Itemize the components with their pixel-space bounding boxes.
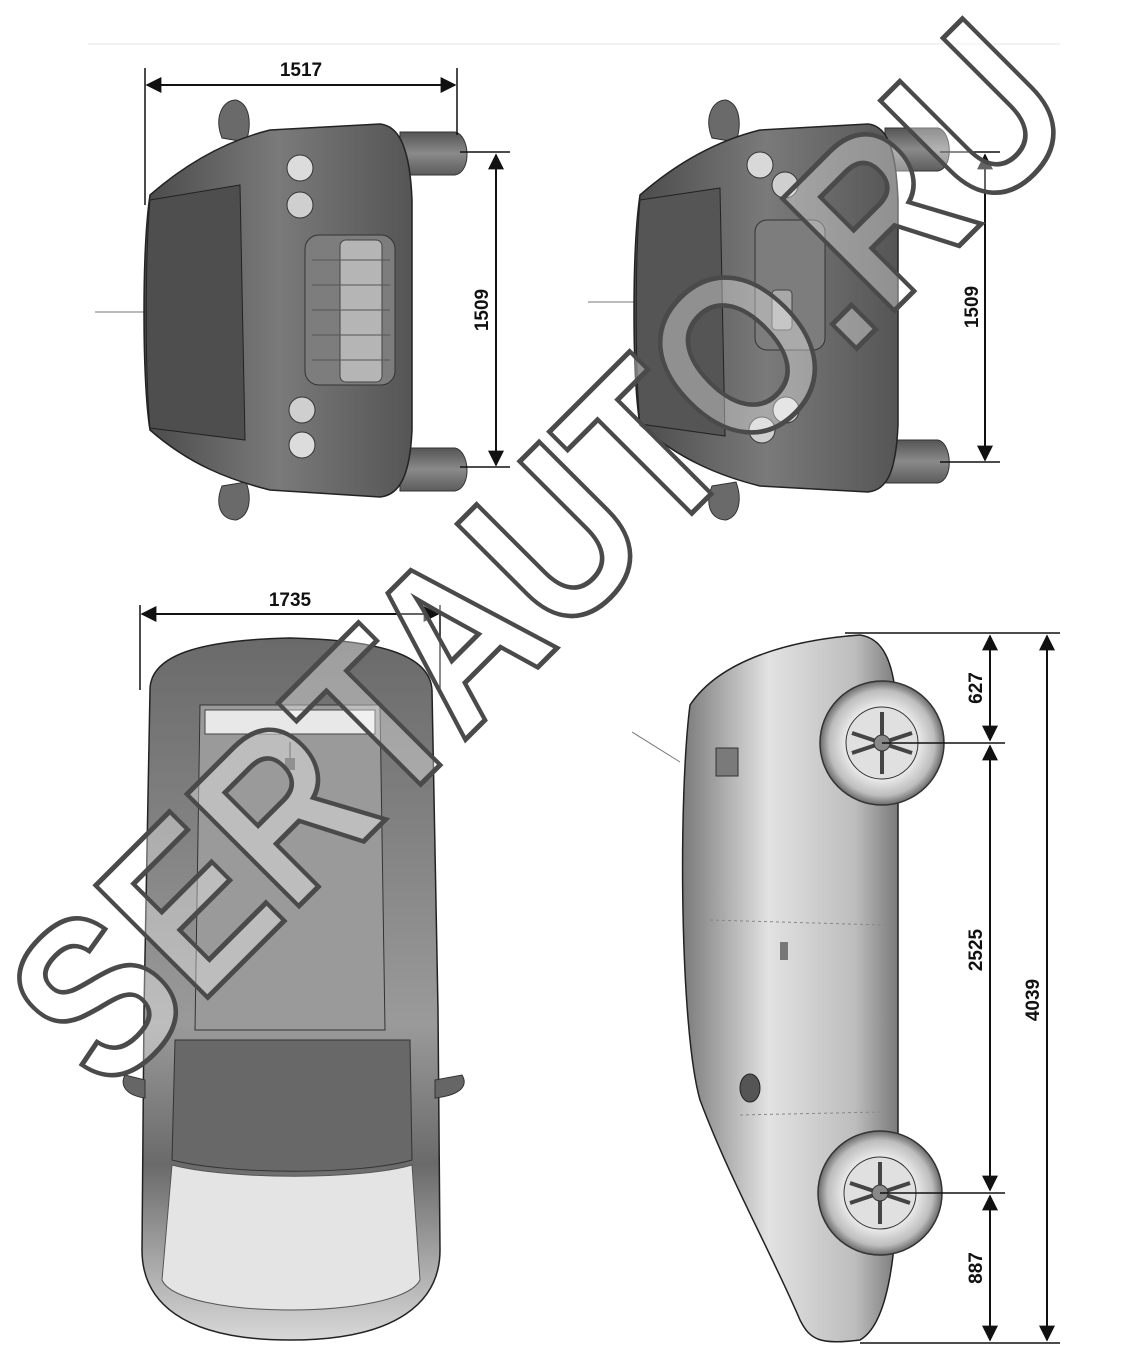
overall-width-label: 1735 [269, 590, 312, 611]
car-rear-view-icon [588, 99, 950, 521]
overall-length-label: 4039 [1023, 979, 1044, 1021]
watermark: SERTAUTO.RU [0, 0, 1120, 1135]
front-height-label: 1509 [472, 289, 493, 331]
wheelbase-label: 2525 [966, 928, 987, 971]
front-track-label: 1517 [280, 60, 322, 81]
car-front-view-icon [95, 99, 468, 521]
rear-height-label: 1509 [962, 286, 983, 328]
car-top-view-icon [122, 637, 465, 1341]
car-side-view-icon [631, 634, 945, 1343]
front-overhang-label: 627 [966, 672, 987, 704]
rear-overhang-label: 887 [966, 1252, 987, 1284]
